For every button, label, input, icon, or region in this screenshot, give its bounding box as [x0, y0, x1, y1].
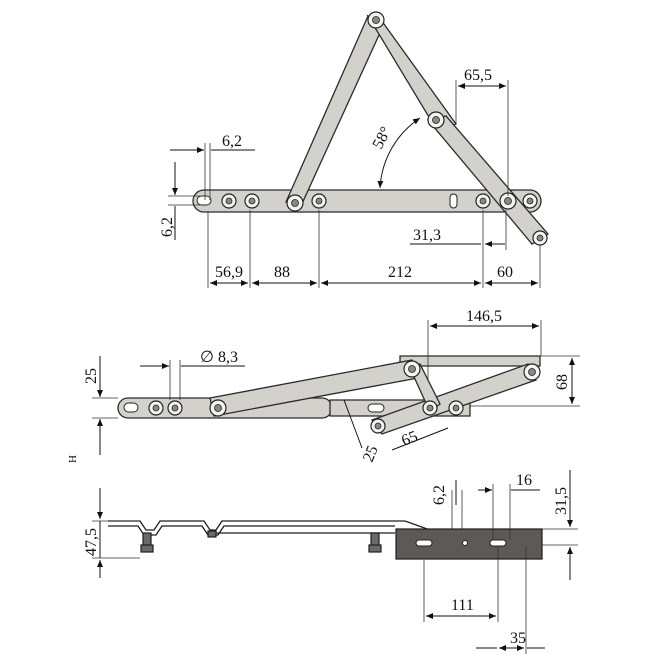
dim-top-span: 65,5	[464, 67, 492, 84]
dim-seg2: 88	[274, 264, 290, 281]
slot	[489, 539, 507, 547]
dim-seg1: 56,9	[215, 264, 243, 281]
connector	[207, 530, 217, 538]
pin	[479, 197, 487, 205]
diagonal-arm	[426, 115, 549, 245]
slot	[415, 539, 433, 547]
pin	[452, 404, 460, 412]
upper-arm	[366, 14, 457, 133]
pin	[528, 368, 536, 376]
long-arm	[285, 15, 385, 209]
pin	[372, 16, 380, 24]
slot	[449, 193, 458, 209]
slot	[367, 403, 385, 413]
dim-top-width: 146,5	[466, 308, 502, 325]
connector	[140, 544, 154, 553]
pin	[504, 197, 512, 205]
middle-view: 146,5 68 ∅ 8,3 25 25 65 H	[67, 308, 580, 464]
dim-hole-height: 6,2	[159, 217, 176, 237]
profile-bar	[108, 520, 540, 531]
dim-lower-height: 25	[360, 443, 382, 464]
dim-diameter: ∅ 8,3	[200, 349, 238, 366]
dim-top-small: 6,2	[431, 485, 448, 505]
pin	[426, 404, 434, 412]
slot	[196, 195, 212, 206]
dim-height-left: 47,5	[83, 528, 100, 556]
dim-height-right: 31,5	[553, 487, 570, 515]
top-view: 6,2 6,2 56,9 88 212 60 31,3 65,5 58°	[159, 11, 549, 288]
dim-seg4: 60	[497, 264, 513, 281]
hole	[462, 540, 468, 546]
dim-hole-width: 6,2	[222, 133, 242, 150]
pin	[291, 199, 299, 207]
connector	[368, 544, 382, 553]
dim-offset-short: 31,3	[413, 227, 441, 244]
pin	[526, 197, 534, 205]
dim-top-width: 16	[516, 472, 532, 489]
pin	[214, 404, 222, 412]
pin	[536, 234, 544, 242]
pin	[432, 116, 440, 124]
dim-angle: 58°	[370, 124, 396, 152]
pin	[408, 365, 416, 373]
pin	[374, 422, 382, 430]
pin	[152, 404, 160, 412]
slot	[123, 402, 139, 413]
dim-bottom-short: 35	[510, 630, 526, 647]
dim-bottom-wide: 111	[451, 597, 474, 614]
pin	[315, 197, 323, 205]
pin	[248, 197, 256, 205]
dim-seg3: 212	[388, 264, 412, 281]
bracket-plate	[399, 355, 541, 367]
dim-lower-offset: 65	[399, 428, 420, 450]
dim-height-right: 68	[554, 374, 571, 390]
pin	[225, 197, 233, 205]
dim-height-left: 25	[83, 368, 100, 384]
side-glyph: H	[67, 455, 79, 463]
bottom-view: 47,5 6,2 16 31,5 111 35	[83, 470, 578, 654]
pin	[171, 404, 179, 412]
